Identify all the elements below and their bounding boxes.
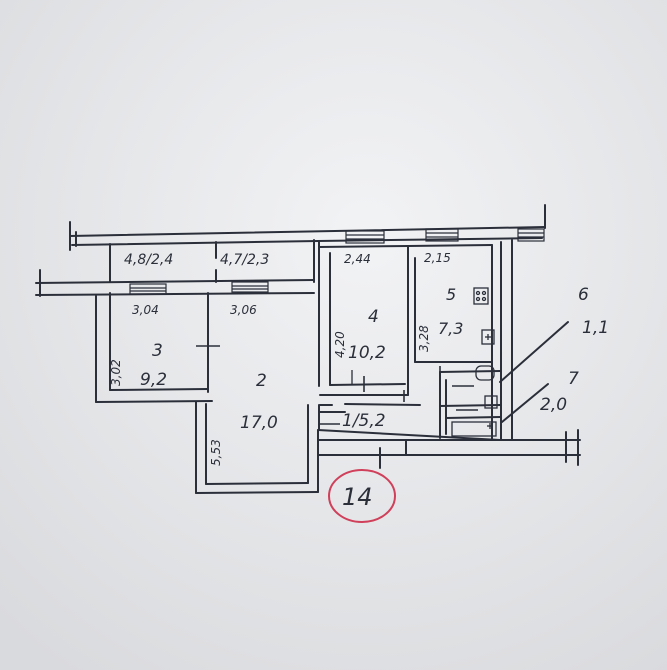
dimension-215: 2,15 [424,251,451,265]
apartment-number: 14 [342,483,373,511]
room-5-area: 7,3 [438,319,463,338]
sink-icon [481,329,495,345]
room-7-area: 2,0 [540,395,567,415]
room-6-number: 6 [578,285,589,305]
dimension-328: 3,28 [417,325,431,352]
room-4-area: 10,2 [348,343,386,363]
dimension-244: 2,44 [344,252,371,266]
dimension-306: 3,06 [230,303,257,317]
plan-labels: 4,8/2,4 4,7/2,3 2,44 2,15 3,04 3,06 3,02… [109,251,609,466]
room-5-number: 5 [446,285,456,304]
toilet-icon [475,365,495,381]
room-1-label: 1/5,2 [342,411,386,431]
loggia-label-2: 4,7/2,3 [220,252,269,268]
room-2-area: 17,0 [240,413,278,433]
dimension-420: 4,20 [333,331,347,358]
room-3-number: 3 [152,341,163,361]
room-2-number: 2 [256,371,267,391]
dimension-553: 5,53 [209,439,223,466]
windows [129,228,545,295]
loggia-label-1: 4,8/2,4 [124,252,173,268]
dimension-302: 3,02 [109,359,123,386]
stamp-circle [328,469,396,523]
room-3-area: 9,2 [140,370,167,390]
dimension-304: 3,04 [132,303,159,317]
plan-walls [35,204,581,494]
door-marks [196,345,478,425]
bathtub-icon [451,421,497,437]
room-6-area: 1,1 [582,318,609,338]
fixtures [351,287,498,437]
room-4-number: 4 [368,307,379,327]
apartment-number-stamp: 14 [328,469,396,523]
wash-basin-icon [484,395,498,409]
stove-icon [473,287,489,305]
room-7-number: 7 [568,369,579,389]
